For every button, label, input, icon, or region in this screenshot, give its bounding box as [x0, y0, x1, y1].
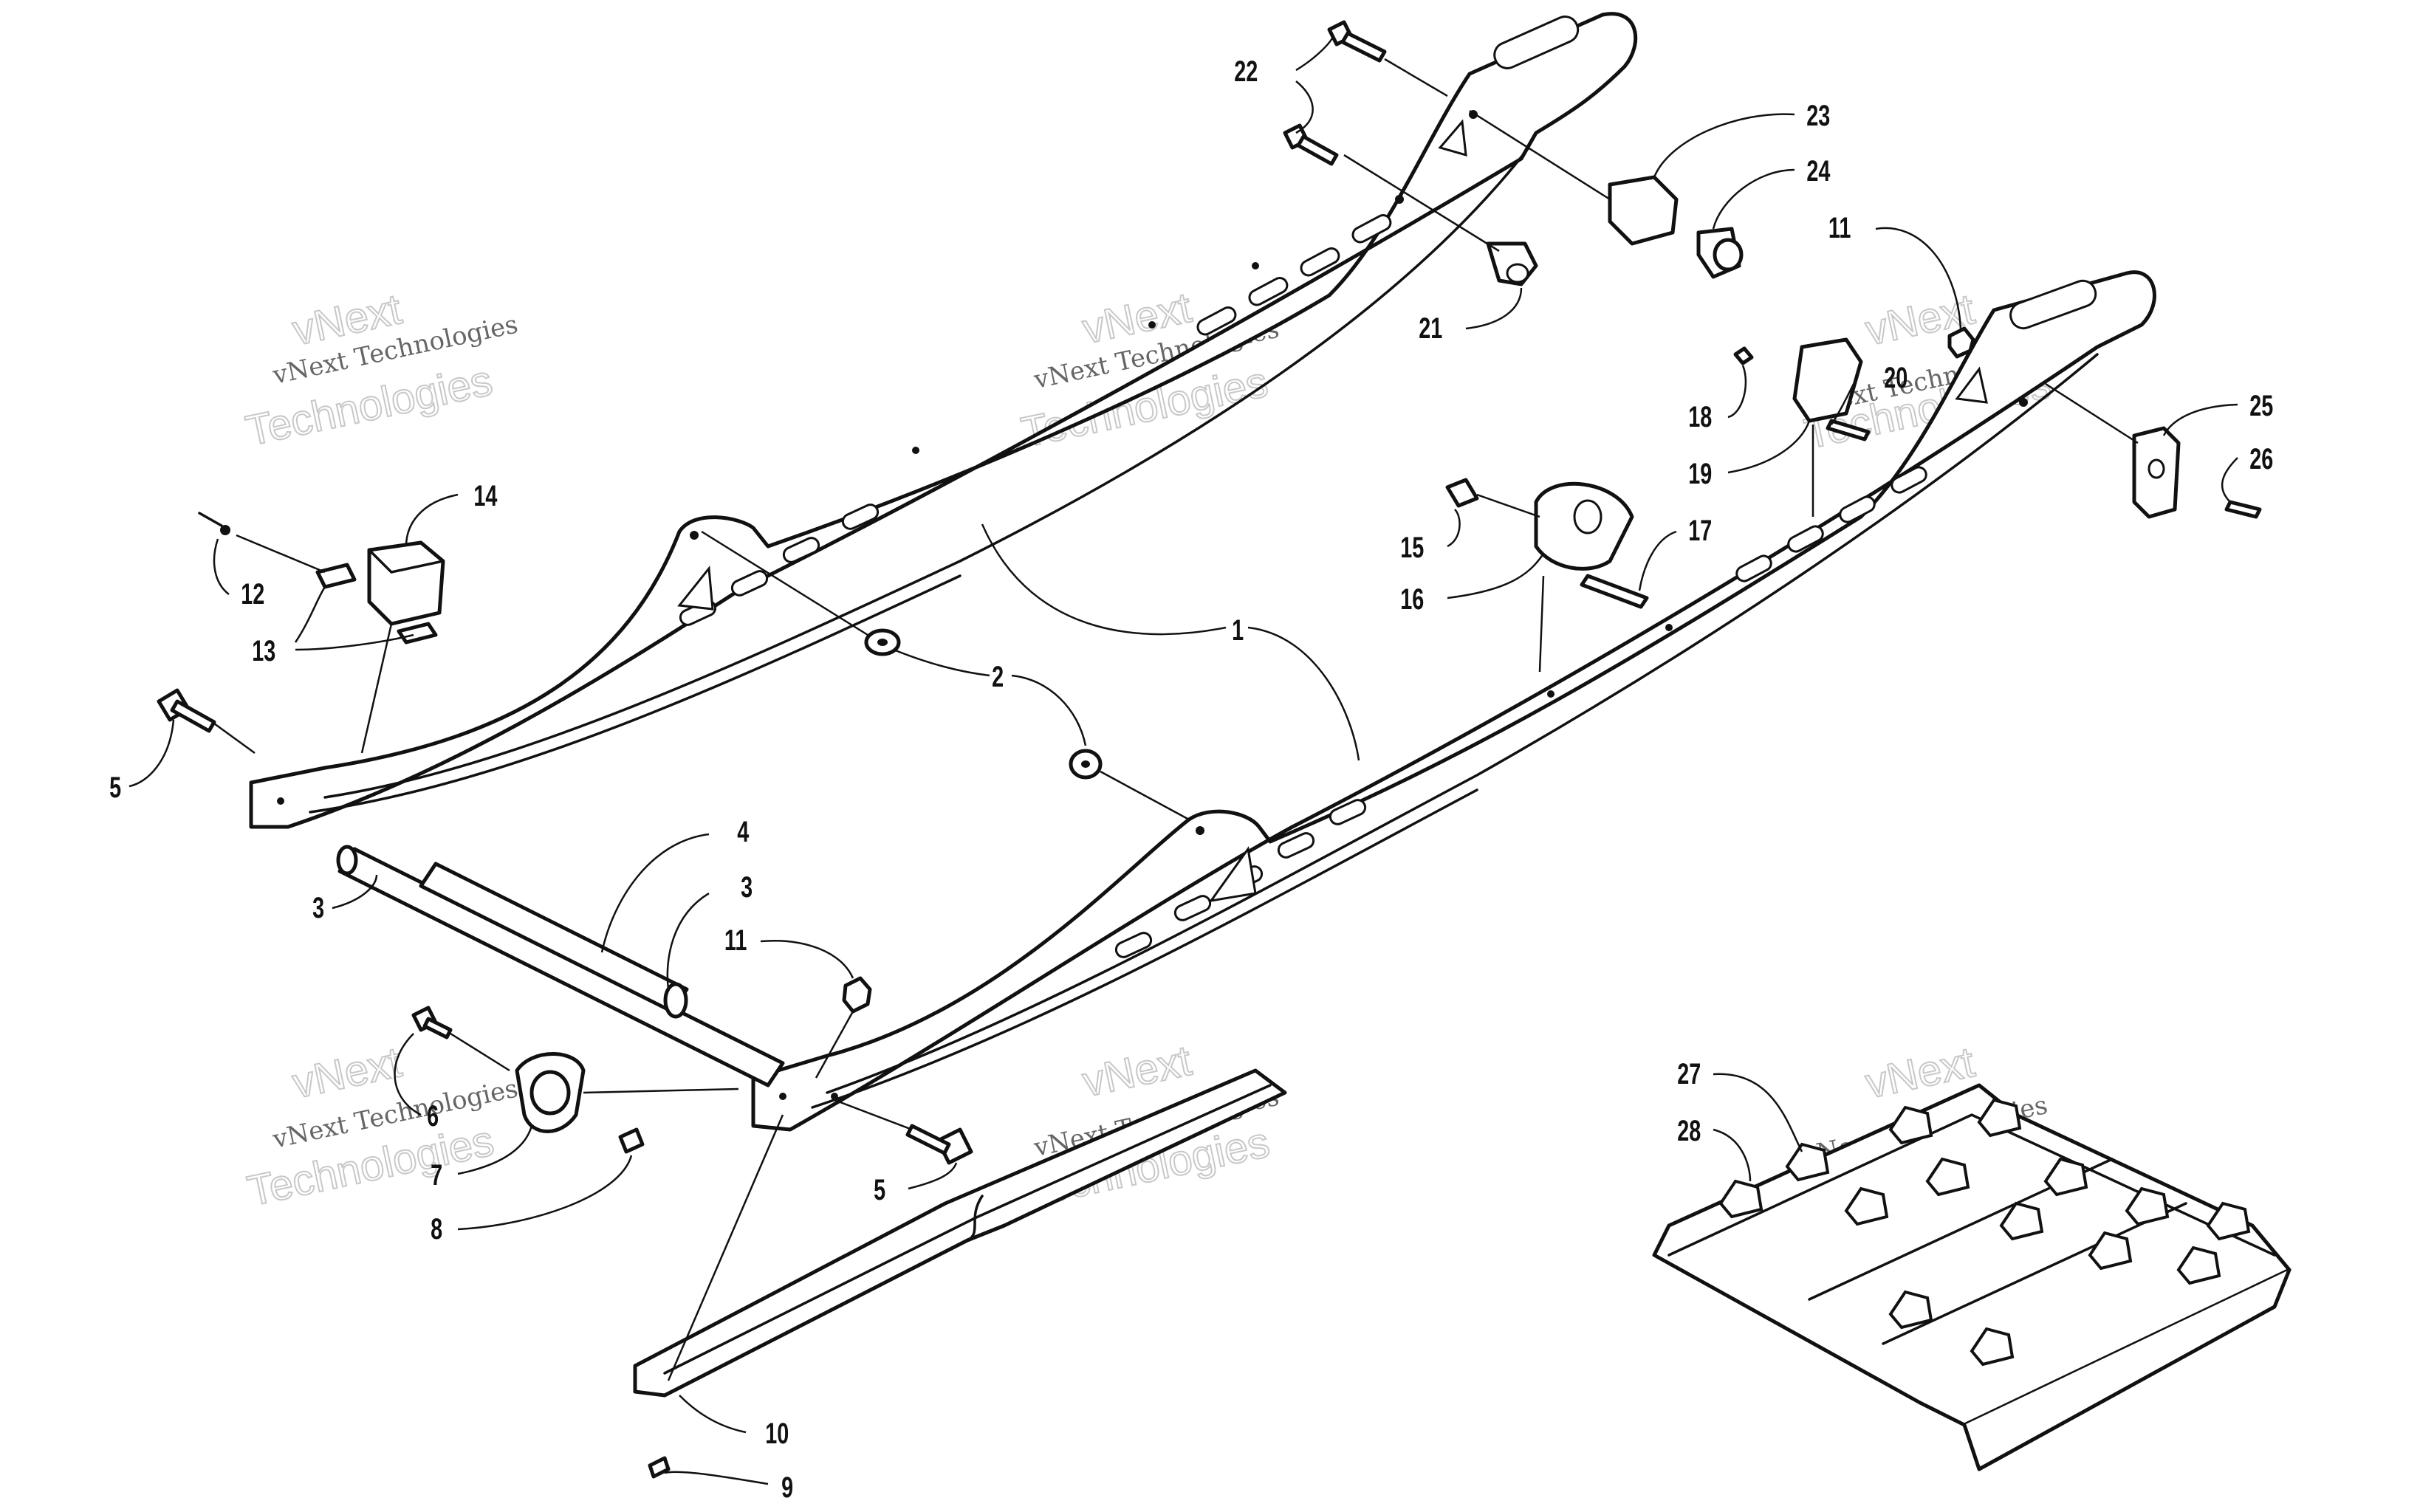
rear-block-assembly: [198, 512, 445, 645]
callout-17: 17: [1688, 514, 1712, 547]
callout-5b: 5: [874, 1173, 885, 1206]
cross-shaft: [336, 845, 785, 1087]
bolts-top: [1283, 20, 1387, 166]
callout-19: 19: [1688, 457, 1712, 490]
callout-11b: 11: [1828, 211, 1851, 244]
callout-12: 12: [241, 577, 264, 611]
callout-24: 24: [1806, 154, 1831, 188]
callout-5a: 5: [109, 771, 121, 804]
callout-25: 25: [2249, 389, 2273, 422]
callout-15: 15: [1400, 531, 1424, 564]
callout-21: 21: [1419, 312, 1442, 345]
callout-8: 8: [431, 1212, 442, 1245]
nut-right: [1947, 326, 1975, 359]
bumper-block: [1608, 175, 1744, 279]
callout-9: 9: [781, 1471, 793, 1504]
end-cap-assembly: [411, 1006, 645, 1154]
callout-22: 22: [1234, 55, 1258, 88]
callout-labels: 1 2 3 3 4 5 5 6 7 8 9 10 11 11 12 13 14 …: [109, 55, 2273, 1504]
callout-4: 4: [737, 815, 750, 848]
track-section: [1652, 1083, 2292, 1471]
callout-6: 6: [427, 1099, 439, 1133]
callout-2: 2: [992, 660, 1004, 693]
leader-lines: [128, 36, 2238, 1485]
bolt-upper-left: [157, 688, 216, 733]
callout-20: 20: [1884, 361, 1907, 394]
bolt-lower-right: [905, 1124, 973, 1165]
callout-11a: 11: [724, 924, 747, 957]
callout-13: 13: [252, 634, 275, 667]
callout-27: 27: [1677, 1057, 1701, 1090]
spacer: [1486, 241, 1538, 286]
washer-lower: [1069, 749, 1103, 780]
watermark-brand: vNext: [1078, 1037, 1196, 1106]
left-slide-rail: [249, 12, 1638, 829]
callout-7: 7: [431, 1158, 442, 1192]
callout-3a: 3: [312, 891, 324, 924]
callout-14: 14: [473, 479, 498, 512]
callout-18: 18: [1688, 400, 1712, 433]
callout-16: 16: [1400, 583, 1424, 616]
wear-strip: [633, 1068, 1287, 1479]
callout-10: 10: [765, 1417, 789, 1450]
callout-28: 28: [1677, 1114, 1701, 1147]
watermark-brand: vNext: [289, 1038, 406, 1107]
callout-26: 26: [2249, 442, 2273, 475]
callout-1: 1: [1232, 614, 1244, 647]
nut-left: [842, 976, 872, 1014]
rear-bracket: [2132, 426, 2262, 519]
track-lugs: [1718, 1098, 2251, 1367]
callout-23: 23: [1806, 99, 1830, 132]
front-block-assembly: [1733, 337, 1871, 441]
washer-upper: [864, 628, 901, 656]
pivot-assembly: [1445, 478, 1649, 609]
callout-3b: 3: [741, 870, 753, 904]
right-slide-rail: [751, 270, 2156, 1132]
